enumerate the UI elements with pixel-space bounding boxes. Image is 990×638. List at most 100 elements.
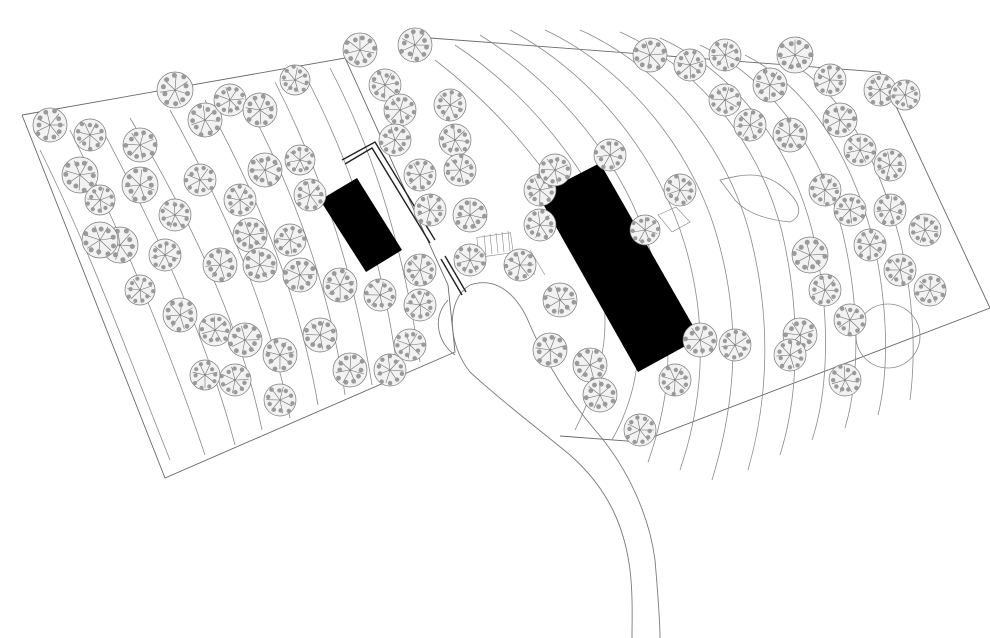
tree-icon xyxy=(452,197,488,233)
tree-icon xyxy=(393,328,427,362)
tree-icon xyxy=(828,363,862,397)
tree-icon xyxy=(121,166,159,204)
tree-icon xyxy=(718,328,752,362)
tree-icon xyxy=(284,144,316,176)
tree-icon xyxy=(322,267,358,303)
tree-icon xyxy=(673,48,707,82)
tree-icon xyxy=(156,71,194,109)
tree-icon xyxy=(682,322,718,358)
tree-icon xyxy=(373,353,407,387)
tree-icon xyxy=(632,37,668,73)
tree-icon xyxy=(202,247,238,283)
tree-icon xyxy=(403,253,437,287)
tree-icon xyxy=(73,118,107,152)
tree-icon xyxy=(263,383,297,417)
tree-icon xyxy=(187,102,223,138)
tree-icon xyxy=(198,313,232,347)
tree-icon xyxy=(368,68,402,102)
tree-icon xyxy=(623,413,657,447)
tree-icon xyxy=(124,274,156,306)
large-building xyxy=(538,163,700,372)
tree-icon xyxy=(247,152,283,188)
tree-icon xyxy=(752,67,788,103)
tree-icon xyxy=(773,338,807,372)
tree-icon xyxy=(658,363,692,397)
tree-icon xyxy=(302,317,338,353)
tree-icon xyxy=(242,247,278,283)
tree-icon xyxy=(883,253,917,287)
tree-icon xyxy=(438,123,472,157)
driveway xyxy=(438,282,661,638)
tree-icon xyxy=(378,123,412,157)
tree-icon xyxy=(733,108,767,142)
tree-icon xyxy=(833,193,867,227)
tree-icon xyxy=(332,352,368,388)
tree-icon xyxy=(32,107,68,143)
tree-icon xyxy=(873,148,907,182)
tree-icon xyxy=(403,158,437,192)
tree-icon xyxy=(776,36,814,74)
tree-icon xyxy=(213,83,247,117)
tree-icon xyxy=(279,64,311,96)
north-wall-inner xyxy=(344,147,431,244)
tree-icon xyxy=(158,198,192,232)
tree-icon xyxy=(532,332,568,368)
tree-icon xyxy=(189,359,221,391)
terrace-structure xyxy=(657,206,691,233)
tree-icon xyxy=(262,337,298,373)
tree-icon xyxy=(853,228,887,262)
tree-icon xyxy=(383,93,417,127)
tree-icon xyxy=(663,173,697,207)
tree-icon xyxy=(503,248,537,282)
tree-icon xyxy=(84,184,116,216)
tree-icon xyxy=(572,347,608,383)
tree-icon xyxy=(873,193,907,227)
tree-icon xyxy=(433,88,467,122)
tree-icon xyxy=(61,156,99,194)
small-building xyxy=(320,178,402,272)
south-wall xyxy=(444,255,467,293)
tree-icon xyxy=(913,273,947,307)
tree-icon xyxy=(403,288,437,322)
tree-icon xyxy=(342,32,378,68)
tree-icon xyxy=(582,377,618,413)
tree-icon xyxy=(833,303,867,337)
tree-icon xyxy=(363,278,397,312)
tree-icon xyxy=(223,183,257,217)
contours-east xyxy=(434,29,914,481)
tree-icon xyxy=(629,214,661,246)
tree-icon xyxy=(227,322,263,358)
tree-icon xyxy=(453,243,487,277)
tree-icon xyxy=(183,163,217,197)
tree-icon xyxy=(148,238,182,272)
south-wall-inner xyxy=(440,258,463,296)
tree-icon xyxy=(273,223,307,257)
tree-icon xyxy=(808,273,842,307)
tree-icon xyxy=(808,173,842,207)
tree-icon xyxy=(293,178,327,212)
tree-icon xyxy=(813,63,847,97)
round-feature xyxy=(855,303,921,369)
tree-icon xyxy=(708,83,742,117)
tree-icon xyxy=(282,257,318,293)
tree-icon xyxy=(162,297,198,333)
tree-icon xyxy=(708,38,742,72)
tree-icon xyxy=(538,153,572,187)
tree-icon xyxy=(889,79,921,111)
trees xyxy=(32,27,947,447)
buildings xyxy=(320,163,700,372)
tree-icon xyxy=(443,153,477,187)
tree-icon xyxy=(413,193,447,227)
tree-icon xyxy=(908,213,942,247)
tree-icon xyxy=(218,363,252,397)
tree-icon xyxy=(542,282,578,318)
stairs xyxy=(476,230,546,276)
tree-icon xyxy=(122,127,158,163)
tree-icon xyxy=(523,208,557,242)
tree-icon xyxy=(232,217,268,253)
tree-icon xyxy=(772,117,808,153)
tree-icon xyxy=(593,138,627,172)
tree-icon xyxy=(822,102,858,138)
tree-icon xyxy=(81,221,119,259)
